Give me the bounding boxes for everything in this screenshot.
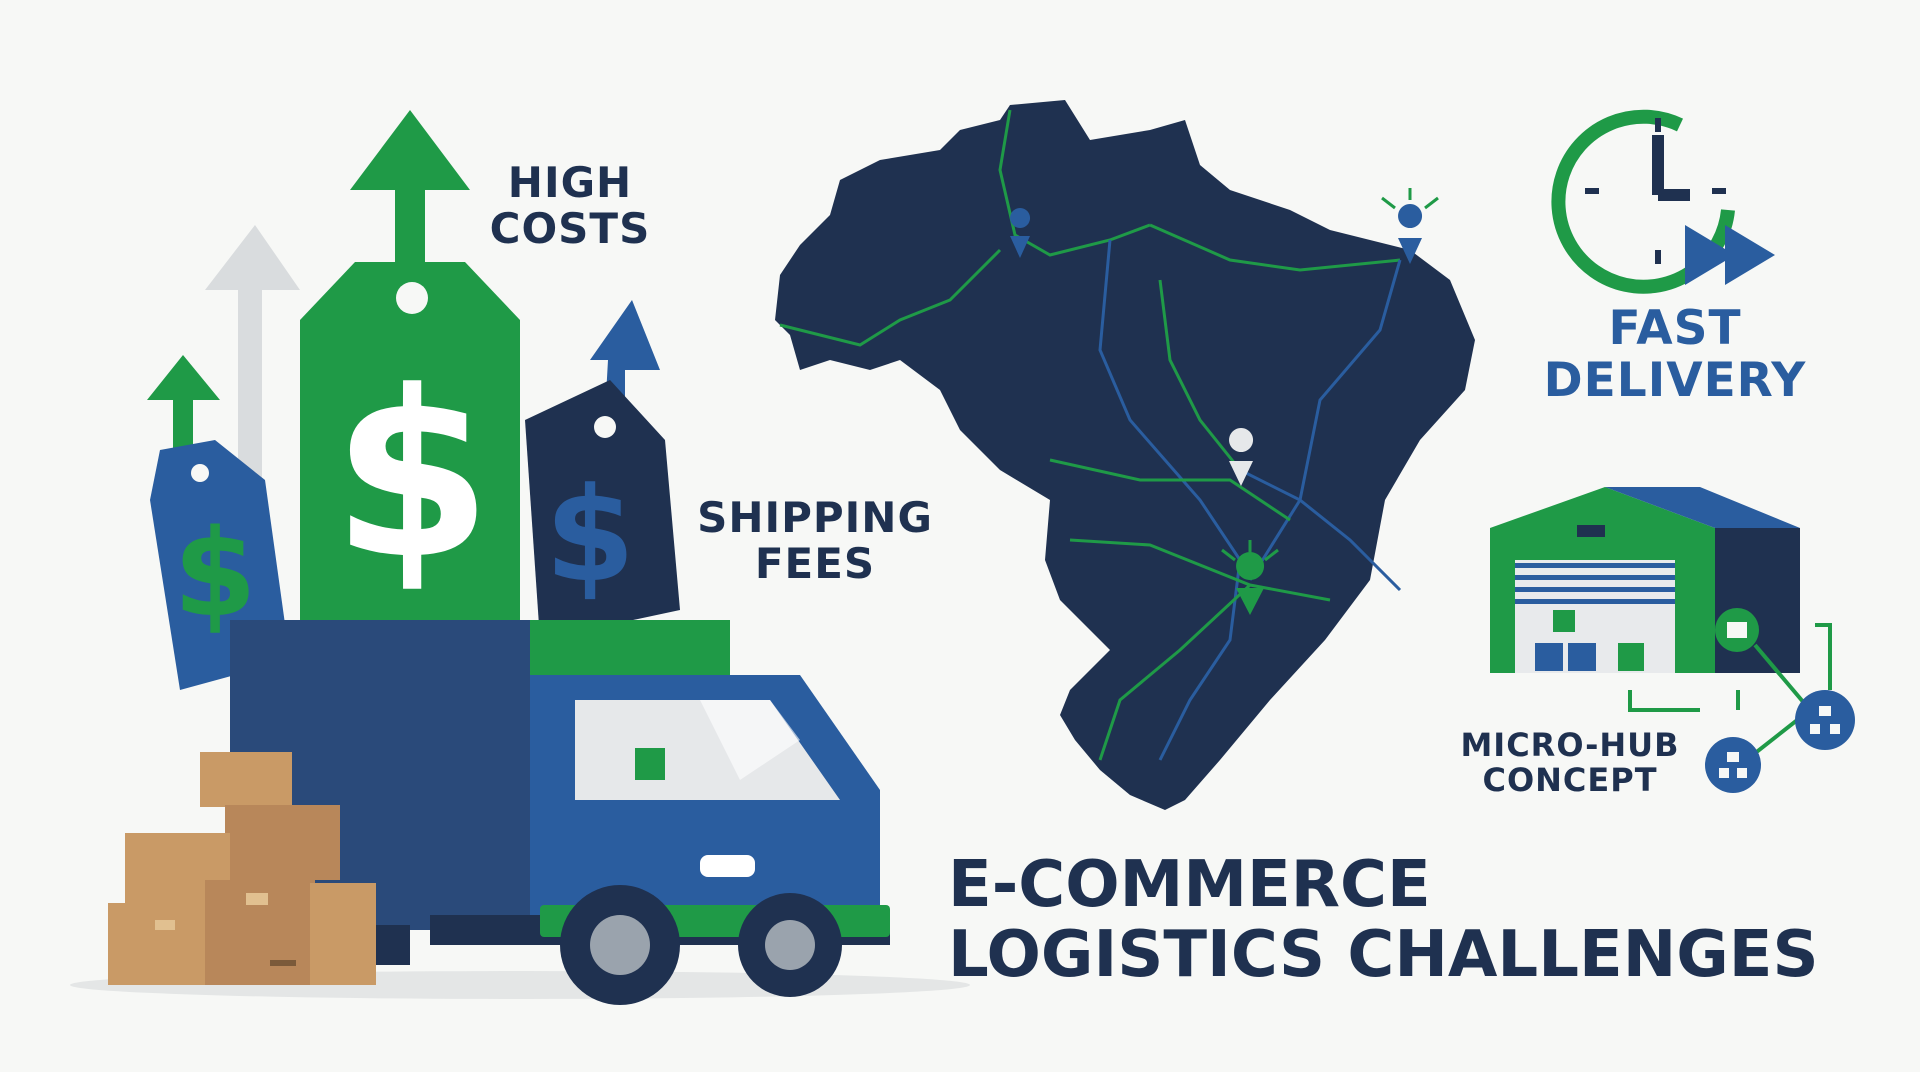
delivery-truck-icon xyxy=(230,620,890,1005)
shipping-fees-line-1: SHIPPING xyxy=(697,493,933,542)
dollar-icon: $ xyxy=(332,343,492,610)
warehouse-icon xyxy=(1490,487,1800,673)
fast-forward-icon xyxy=(1685,225,1775,285)
micro-hub-line-1: MICRO-HUB xyxy=(1460,726,1680,764)
high-costs-line-1: HIGH xyxy=(507,158,633,207)
svg-text:$: $ xyxy=(545,459,635,611)
high-costs-line-2: COSTS xyxy=(489,204,651,254)
cardboard-box-icon xyxy=(108,752,376,985)
fast-delivery-label: FAST DELIVERY xyxy=(1510,303,1840,406)
title-line-2: LOGISTICS CHALLENGES xyxy=(948,918,1819,993)
shipping-fees-line-2: FEES xyxy=(754,539,876,589)
network-node-icon xyxy=(1628,623,1855,793)
shipping-fees-label: SHIPPING FEES xyxy=(680,493,950,589)
page-title: E-COMMERCE LOGISTICS CHALLENGES xyxy=(948,850,1848,991)
high-costs-label: HIGH COSTS xyxy=(440,158,700,254)
brazil-map-icon xyxy=(775,100,1475,810)
fast-delivery-line-2: DELIVERY xyxy=(1543,352,1807,408)
price-tag-icon: $ xyxy=(300,262,520,640)
title-line-1: E-COMMERCE xyxy=(948,848,1431,922)
micro-hub-line-2: CONCEPT xyxy=(1482,761,1658,800)
price-tag-icon: $ xyxy=(525,380,680,640)
fast-delivery-line-1: FAST xyxy=(1608,301,1742,356)
micro-hub-label: MICRO-HUB CONCEPT xyxy=(1440,726,1700,800)
location-pin-icon xyxy=(1010,188,1439,615)
